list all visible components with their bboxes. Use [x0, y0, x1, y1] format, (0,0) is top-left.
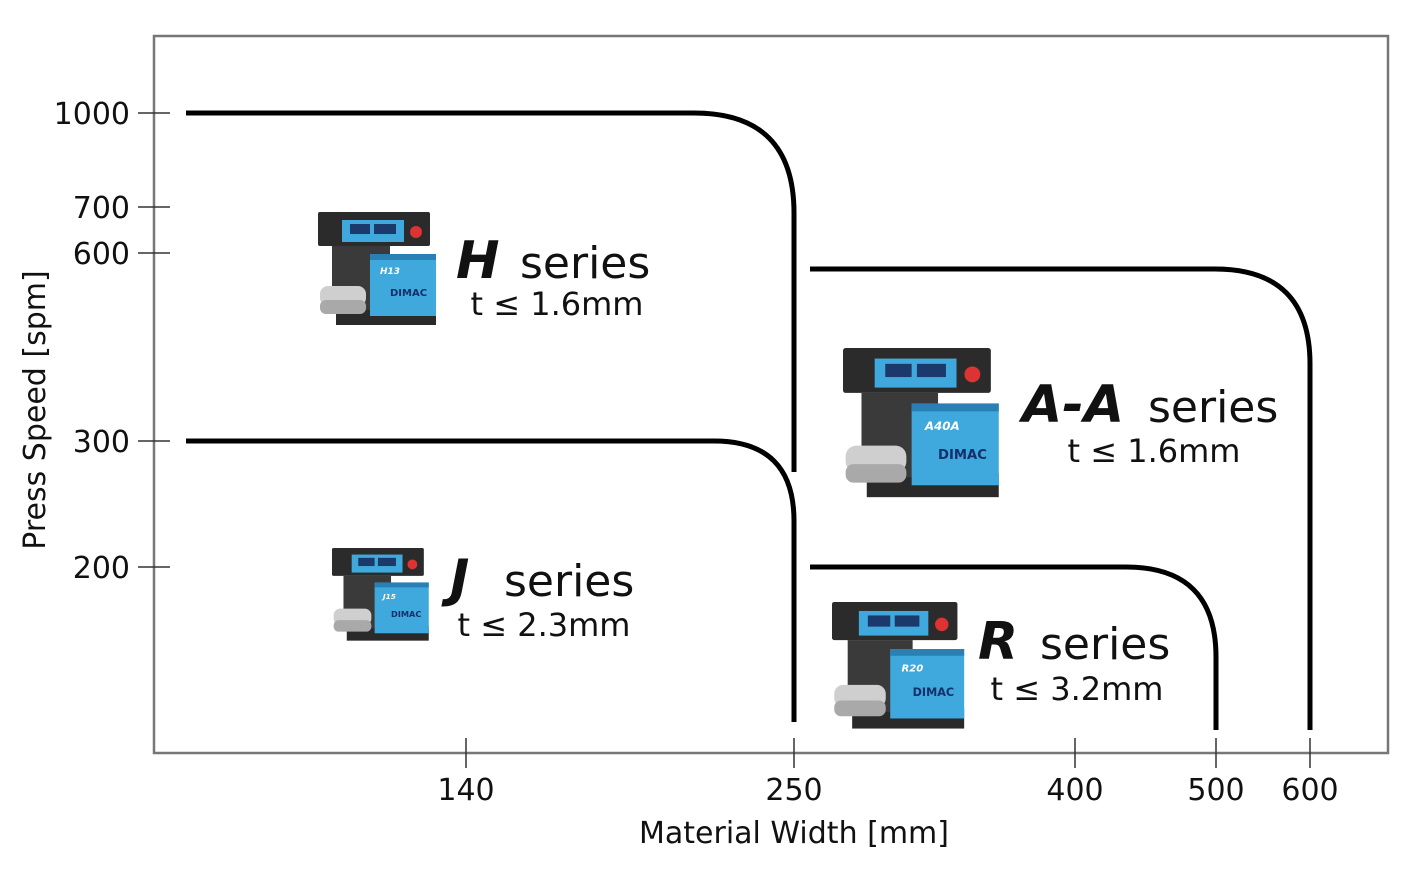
- series-boundary-line: [810, 564, 1219, 730]
- x-tick-label: 250: [765, 773, 822, 808]
- svg-text:H13: H13: [380, 267, 400, 277]
- y-tick-label: 1000: [54, 97, 130, 132]
- x-tick-label: 400: [1046, 773, 1103, 808]
- plot-frame: [152, 34, 1390, 755]
- svg-text:DIMAC: DIMAC: [938, 448, 987, 463]
- series-curves: [186, 110, 1313, 730]
- svg-text:R20: R20: [901, 663, 923, 674]
- x-tick-label: 600: [1281, 773, 1338, 808]
- series-thickness: t ≤ 2.3mm: [458, 606, 631, 644]
- x-axis: 140 250 400 500 600: [437, 738, 1339, 808]
- y-tick-label: 600: [73, 237, 130, 272]
- series-thickness: t ≤ 1.6mm: [1068, 432, 1241, 470]
- svg-text:DIMAC: DIMAC: [390, 288, 427, 299]
- series-letter: R: [978, 612, 1018, 672]
- series-boundary-line: [186, 438, 797, 722]
- series-word: series: [1040, 619, 1170, 670]
- y-tick-label: 200: [73, 551, 130, 586]
- svg-text:DIMAC: DIMAC: [391, 609, 421, 619]
- svg-text:DIMAC: DIMAC: [913, 686, 954, 699]
- y-axis: 1000 700 600 300 200: [54, 97, 170, 586]
- series-boundary-line: [810, 266, 1313, 730]
- y-tick-label: 700: [73, 191, 130, 226]
- series-letter: H: [456, 231, 500, 291]
- svg-text:A40A: A40A: [924, 419, 960, 433]
- series-word: series: [520, 238, 650, 289]
- svg-text:J15: J15: [381, 592, 396, 601]
- y-tick-label: 300: [73, 425, 130, 460]
- series-boundary-line: [186, 110, 797, 472]
- series-thickness: t ≤ 3.2mm: [991, 670, 1164, 708]
- x-tick-label: 500: [1187, 773, 1244, 808]
- y-axis-label: Press Speed [spm]: [18, 270, 53, 549]
- series-word: series: [504, 556, 634, 607]
- x-axis-label: Material Width [mm]: [639, 816, 949, 851]
- machine-icon: A40A DIMAC: [843, 348, 999, 498]
- series-letter: A-A: [1018, 375, 1124, 435]
- series-word: series: [1148, 382, 1278, 433]
- series-letter: J: [441, 549, 469, 609]
- series-thickness: t ≤ 1.6mm: [471, 285, 644, 323]
- x-tick-label: 140: [437, 773, 494, 808]
